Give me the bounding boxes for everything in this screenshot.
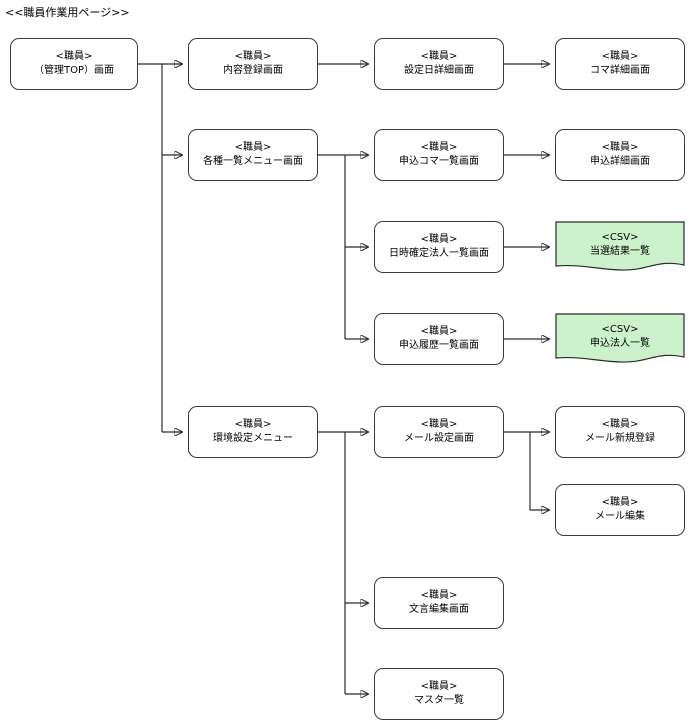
node-setting-date-detail[interactable]: <職員> 設定日詳細画面 [374, 38, 504, 90]
page-title: <<職員作業用ページ>> [5, 6, 130, 19]
node-title: 当選結果一覧 [590, 245, 650, 257]
node-role: <CSV> [601, 323, 639, 335]
node-title: 申込コマ一覧画面 [399, 156, 479, 167]
node-application-koma-list[interactable]: <職員> 申込コマ一覧画面 [374, 129, 504, 181]
node-title: 設定日詳細画面 [404, 65, 474, 76]
node-role: <職員> [420, 51, 458, 62]
node-title: 申込詳細画面 [590, 156, 650, 167]
document-shape-icon [555, 221, 685, 271]
node-content-register[interactable]: <職員> 内容登録画面 [188, 38, 318, 90]
node-role: <職員> [234, 142, 272, 153]
node-role: <職員> [234, 419, 272, 430]
node-title: メール設定画面 [404, 433, 474, 444]
node-title: 環境設定メニュー [213, 433, 293, 444]
node-role: <職員> [420, 234, 458, 245]
node-title: 申込法人一覧 [590, 337, 650, 349]
node-application-history-list[interactable]: <職員> 申込履歴一覧画面 [374, 313, 504, 365]
node-title: 文言編集画面 [409, 604, 469, 615]
node-mail-setting[interactable]: <職員> メール設定画面 [374, 406, 504, 458]
node-role: <職員> [420, 419, 458, 430]
node-role: <職員> [420, 590, 458, 601]
node-environment-menu[interactable]: <職員> 環境設定メニュー [188, 406, 318, 458]
node-role: <職員> [601, 497, 639, 508]
node-confirmed-corp-list[interactable]: <職員> 日時確定法人一覧画面 [374, 221, 504, 273]
document-shape-icon [555, 313, 685, 363]
node-title: 申込履歴一覧画面 [399, 340, 479, 351]
node-role: <職員> [420, 326, 458, 337]
node-title: メール編集 [595, 511, 645, 522]
node-title: 各種一覧メニュー画面 [203, 156, 303, 167]
edge-list-menu-trunk [318, 155, 368, 339]
node-role: <職員> [601, 419, 639, 430]
node-role: <CSV> [601, 231, 639, 243]
node-role: <職員> [601, 142, 639, 153]
node-application-detail[interactable]: <職員> 申込詳細画面 [555, 129, 685, 181]
node-title: 日時確定法人一覧画面 [389, 248, 489, 259]
edge-environment-trunk [318, 432, 368, 694]
node-role: <職員> [420, 142, 458, 153]
node-list-menu[interactable]: <職員> 各種一覧メニュー画面 [188, 129, 318, 181]
node-master-list[interactable]: <職員> マスタ一覧 [374, 668, 504, 720]
node-wording-edit[interactable]: <職員> 文言編集画面 [374, 577, 504, 629]
node-title: マスタ一覧 [414, 695, 464, 706]
node-application-corp-csv[interactable]: <CSV> 申込法人一覧 [555, 313, 685, 365]
edge-mail-setting-trunk [504, 432, 549, 510]
node-role: <職員> [420, 681, 458, 692]
node-role: <職員> [601, 51, 639, 62]
node-role: <職員> [234, 51, 272, 62]
node-koma-detail[interactable]: <職員> コマ詳細画面 [555, 38, 685, 90]
node-title: メール新規登録 [585, 433, 655, 444]
node-title: 内容登録画面 [223, 65, 283, 76]
node-title: （管理TOP）画面 [33, 65, 114, 76]
node-role: <職員> [55, 51, 93, 62]
node-admin-top[interactable]: <職員> （管理TOP）画面 [10, 38, 138, 90]
node-mail-new-register[interactable]: <職員> メール新規登録 [555, 406, 685, 458]
node-winning-result-csv[interactable]: <CSV> 当選結果一覧 [555, 221, 685, 273]
node-mail-edit[interactable]: <職員> メール編集 [555, 484, 685, 536]
edge-admin-top-trunk [138, 64, 182, 432]
node-title: コマ詳細画面 [590, 65, 650, 76]
